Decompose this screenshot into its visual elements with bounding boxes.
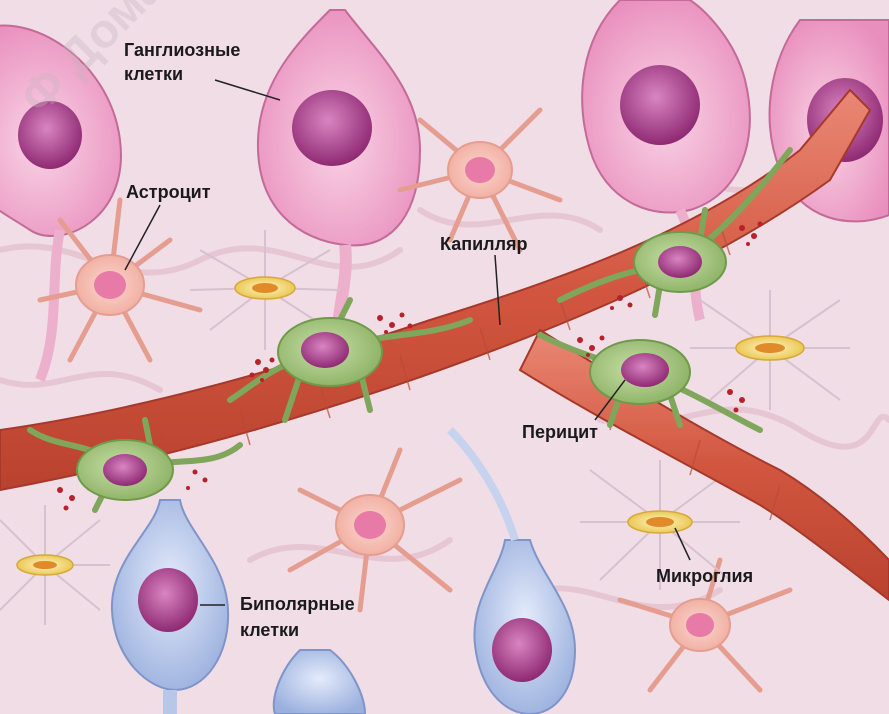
label-ganglion-line2: клетки [124,64,183,84]
label-ganglion-line1: Ганглиозные [124,40,240,60]
label-bipolar-line1: Биполярные [240,594,355,614]
label-bipolar-line2: клетки [240,620,299,640]
label-astrocyte: Астроцит [126,182,211,202]
label-microglia: Микроглия [656,566,753,586]
label-pericyte: Перицит [522,422,598,442]
label-capillary: Капилляр [440,234,528,254]
